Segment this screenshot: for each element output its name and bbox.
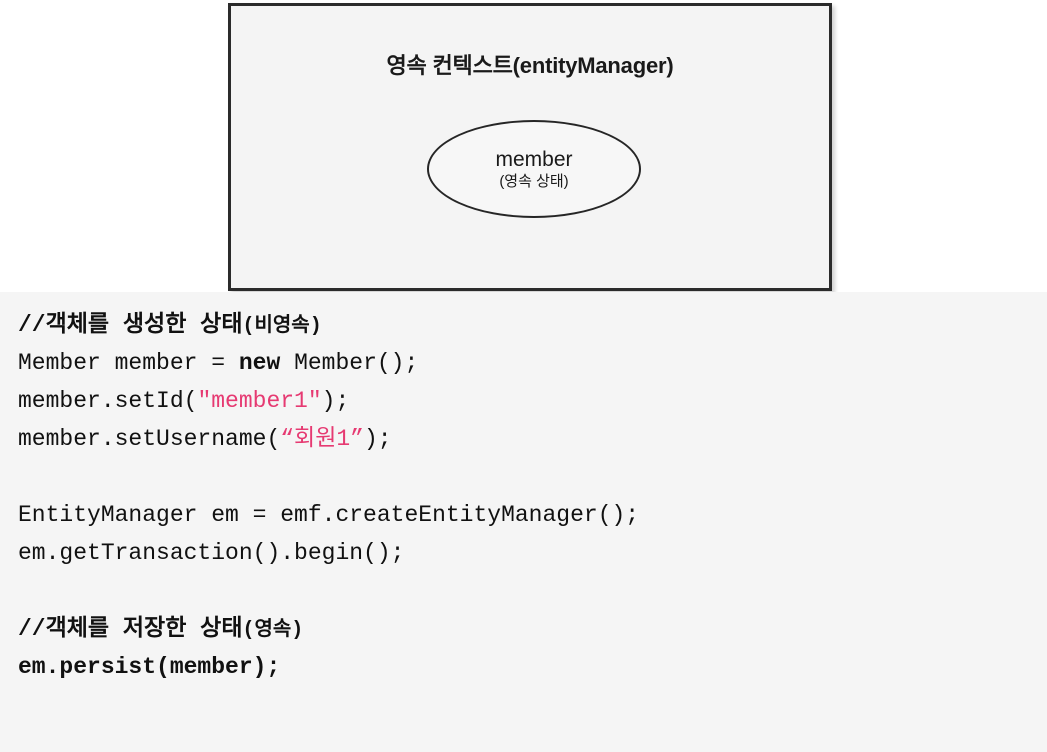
code-token-keyword: new (238, 350, 281, 376)
code-token-comment: //객체를 생성한 상태 (18, 312, 243, 338)
line-persist: em.persist(member); (18, 648, 1047, 686)
member-entity-ellipse: member (영속 상태) (427, 120, 641, 218)
line-blank-2 (18, 572, 1047, 610)
line-set-id: member.setId("member1"); (18, 382, 1047, 420)
line-comment-2: //객체를 저장한 상태(영속) (18, 610, 1047, 648)
code-token-plain: Member(); (280, 350, 419, 376)
line-set-username: member.setUsername(“회원1”); (18, 420, 1047, 458)
code-token-plain: em.getTransaction().begin(); (18, 540, 405, 566)
member-entity-name: member (495, 147, 573, 171)
code-token-comment: //객체를 저장한 상태 (18, 616, 243, 642)
code-token-plain: EntityManager em = emf.createEntityManag… (18, 502, 640, 528)
code-token-plain: em.persist(member); (18, 654, 281, 680)
code-token-string: “회원1” (280, 426, 364, 452)
code-token-plain: member.setId( (18, 388, 198, 414)
code-token-plain: member.setUsername( (18, 426, 281, 452)
line-blank-1 (18, 458, 1047, 496)
member-entity-state: (영속 상태) (499, 172, 569, 190)
code-token-comment-small: (영속) (242, 619, 304, 642)
line-create-em: EntityManager em = emf.createEntityManag… (18, 496, 1047, 534)
line-begin-tx: em.getTransaction().begin(); (18, 534, 1047, 572)
diagram-area: 영속 컨텍스트(entityManager) member (영속 상태) (0, 0, 1047, 292)
code-token-plain: ); (363, 426, 392, 452)
code-token-string: "member1" (197, 388, 322, 414)
code-token-comment-small: (비영속) (242, 315, 322, 338)
code-block: //객체를 생성한 상태(비영속)Member member = new Mem… (0, 292, 1047, 752)
code-token-plain: ); (321, 388, 350, 414)
persistence-context-box: 영속 컨텍스트(entityManager) member (영속 상태) (228, 3, 832, 291)
persistence-context-title: 영속 컨텍스트(entityManager) (386, 53, 674, 78)
code-token-plain: Member member = (18, 350, 239, 376)
line-new-member: Member member = new Member(); (18, 344, 1047, 382)
line-comment-1: //객체를 생성한 상태(비영속) (18, 306, 1047, 344)
